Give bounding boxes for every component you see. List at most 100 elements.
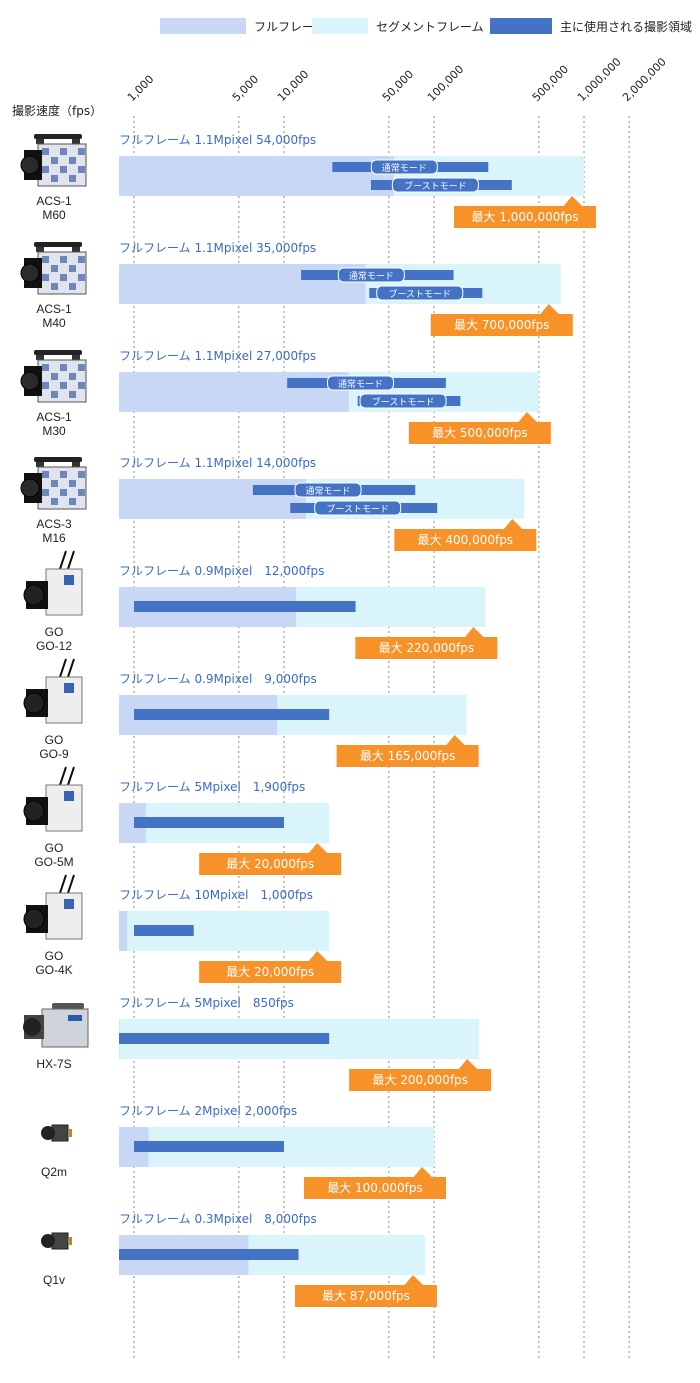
lens [24, 693, 44, 713]
body-pattern [42, 382, 49, 389]
camera-name: GO GO-12 [4, 625, 104, 653]
max-fps-label: 最大 1,000,000fps [472, 210, 579, 224]
camera-name: GO GO-5M [4, 841, 104, 869]
body-pattern [69, 157, 76, 164]
body-pattern [60, 382, 67, 389]
tick-label: 500,000 [530, 63, 571, 104]
main-use-bar [119, 1249, 299, 1260]
camera-acs-icon [21, 350, 86, 402]
body-pattern [51, 157, 58, 164]
camera-hx-icon [23, 1003, 88, 1047]
body-pattern [51, 480, 58, 487]
main-use-bar [119, 1033, 329, 1044]
body-pattern [69, 175, 76, 182]
camera-name: ACS-1 M40 [4, 302, 104, 330]
logo-mark [64, 575, 74, 585]
lens [21, 156, 39, 174]
mode-label: ブーストモード [389, 288, 452, 300]
legend-main-use-swatch [490, 18, 552, 34]
antenna [68, 551, 74, 569]
mode-label: 通常モード [306, 485, 351, 497]
full-frame-spec-label: フルフレーム 0.9Mpixel 9,000fps [119, 672, 317, 686]
main-use-bar [134, 817, 284, 828]
camera-go-icon [24, 875, 82, 939]
camera-go-icon [24, 659, 82, 723]
logo-mark [64, 791, 74, 801]
body-pattern [51, 283, 58, 290]
max-fps-label: 最大 700,000fps [454, 318, 550, 332]
lens [24, 585, 44, 605]
body-pattern [78, 148, 85, 155]
lens [24, 909, 44, 929]
tick-label: 100,000 [425, 63, 466, 104]
lens [41, 1234, 55, 1248]
camera-acs-icon [21, 242, 86, 294]
camera-name: ACS-1 M60 [4, 194, 104, 222]
body-pattern [69, 373, 76, 380]
legend-main-use-label: 主に使用される撮影領域 [560, 19, 692, 34]
body-pattern [78, 471, 85, 478]
mode-label: ブーストモード [372, 396, 435, 408]
handle-bar [52, 1003, 84, 1009]
max-fps-label: 最大 100,000fps [327, 1181, 423, 1195]
main-use-bar [134, 601, 356, 612]
body-pattern [42, 148, 49, 155]
body-pattern [60, 256, 67, 263]
body-pattern [69, 480, 76, 487]
body-pattern [42, 364, 49, 371]
lens [21, 479, 39, 497]
camera-name: ACS-1 M30 [4, 410, 104, 438]
tick-label: 2,000,000 [620, 55, 669, 104]
body-pattern [78, 364, 85, 371]
connector [68, 1237, 72, 1245]
handle-bar [34, 350, 82, 355]
camera-row: フルフレーム 5Mpixel 850fps 最大 200,000fps [23, 996, 491, 1091]
lens [21, 372, 39, 390]
full-frame-spec-label: フルフレーム 10Mpixel 1,000fps [119, 888, 313, 902]
max-fps-label: 最大 20,000fps [226, 857, 314, 871]
camera-q-icon [41, 1233, 72, 1249]
max-fps-label: 最大 165,000fps [360, 749, 456, 763]
body-pattern [60, 274, 67, 281]
legend: フルフレームセグメントフレーム主に使用される撮影領域 [160, 18, 692, 34]
max-fps-label: 最大 220,000fps [379, 641, 475, 655]
connector [68, 1129, 72, 1137]
full-frame-spec-label: フルフレーム 1.1Mpixel 27,000fps [119, 349, 316, 363]
full-frame-spec-label: フルフレーム 1.1Mpixel 14,000fps [119, 456, 316, 470]
body-pattern [60, 148, 67, 155]
body-pattern [42, 471, 49, 478]
tick-label: 50,000 [380, 68, 416, 104]
antenna [68, 875, 74, 893]
tick-label: 1,000,000 [575, 55, 624, 104]
main-use-bar [134, 709, 329, 720]
antenna [68, 659, 74, 677]
camera-q-icon [41, 1125, 72, 1141]
max-fps-label: 最大 400,000fps [418, 533, 514, 547]
body-pattern [51, 373, 58, 380]
body-pattern [60, 471, 67, 478]
tick-label: 10,000 [275, 68, 311, 104]
camera-name: Q2m [4, 1165, 104, 1179]
full-frame-spec-label: フルフレーム 0.3Mpixel 8,000fps [119, 1212, 317, 1226]
body-pattern [51, 175, 58, 182]
legend-segment-frame-label: セグメントフレーム [376, 20, 484, 34]
full-frame-spec-label: フルフレーム 5Mpixel 1,900fps [119, 780, 305, 794]
logo-mark [64, 683, 74, 693]
main-use-bar [134, 1141, 284, 1152]
lens [24, 801, 44, 821]
body-pattern [42, 166, 49, 173]
full-frame-spec-label: フルフレーム 1.1Mpixel 54,000fps [119, 133, 316, 147]
camera-name: GO GO-4K [4, 949, 104, 977]
full-frame-spec-label: フルフレーム 0.9Mpixel 12,000fps [119, 564, 324, 578]
max-fps-label: 最大 200,000fps [372, 1073, 468, 1087]
body-pattern [69, 265, 76, 272]
legend-segment-frame-swatch [312, 18, 368, 34]
body-pattern [69, 391, 76, 398]
full-frame-spec-label: フルフレーム 5Mpixel 850fps [119, 996, 294, 1010]
body-pattern [69, 498, 76, 505]
mode-label: 通常モード [338, 378, 383, 390]
handle-bar [34, 134, 82, 139]
